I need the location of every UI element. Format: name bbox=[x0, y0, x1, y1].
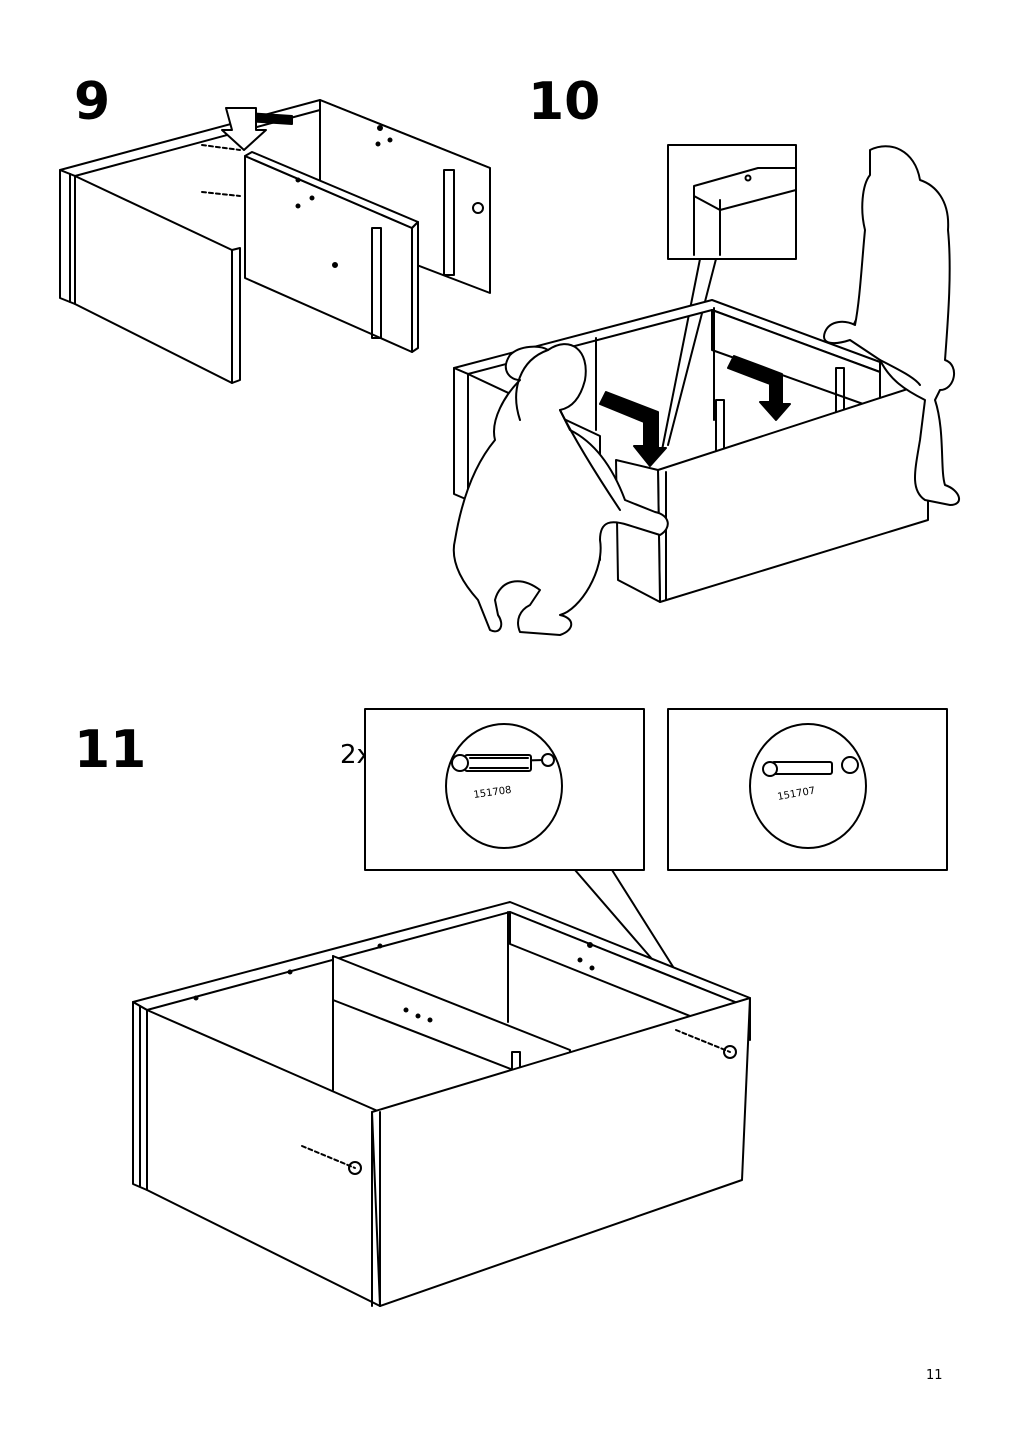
page-number: 11 bbox=[926, 1368, 943, 1383]
step11-illustration: 151708 151707 bbox=[132, 708, 948, 1307]
step10-illustration bbox=[452, 144, 960, 636]
part-number-151708: 151708 bbox=[473, 785, 512, 801]
step-number-10: 10 bbox=[528, 72, 601, 132]
step9-illustration bbox=[59, 99, 491, 384]
step-number-9: 9 bbox=[74, 72, 111, 132]
step-number-11: 11 bbox=[74, 720, 147, 780]
